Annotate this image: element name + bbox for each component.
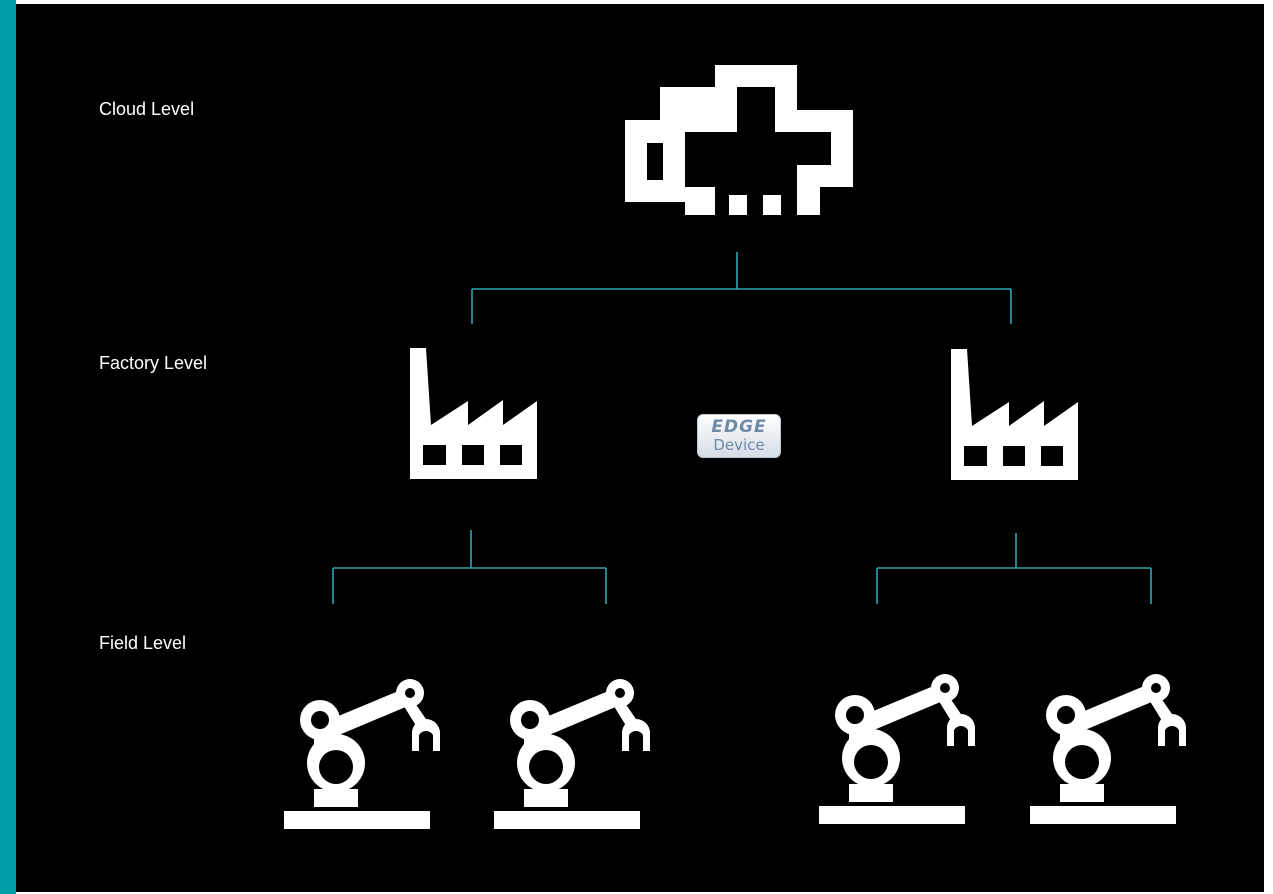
accent-bar [0, 0, 16, 894]
cloud-icon [625, 65, 853, 215]
connector-cloud-to-factories [471, 252, 1012, 324]
factory-icon [410, 348, 537, 479]
cloud-level-label: Cloud Level [99, 99, 195, 119]
connector-factory-right-to-robots [876, 533, 1152, 604]
connectors [332, 252, 1152, 604]
robot-arm-icon [494, 679, 650, 829]
edge-device-badge: EDGE Device [697, 414, 781, 458]
connector-factory-left-to-robots [332, 530, 607, 604]
edge-badge-title: EDGE [711, 417, 767, 437]
factory-level-label: Factory Level [99, 353, 208, 373]
edge-badge-subtitle: Device [713, 436, 765, 454]
robot-arm-icon [1030, 674, 1186, 824]
factory-icon [951, 349, 1078, 480]
robot-arm-icon [819, 674, 975, 824]
field-level-label: Field Level [99, 633, 187, 653]
robot-arm-icon [284, 679, 440, 829]
